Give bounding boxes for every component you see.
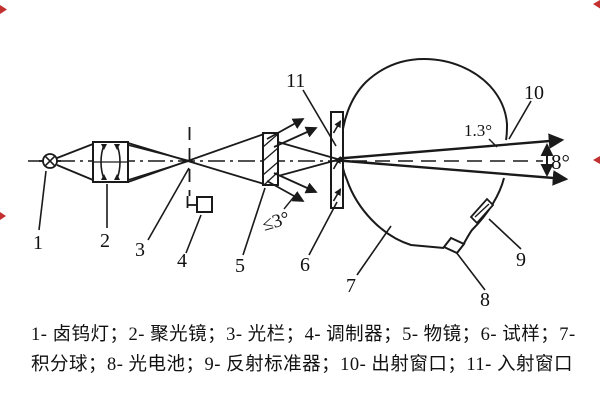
callout-1: 1 [33, 232, 43, 254]
lamp [39, 153, 61, 169]
red-edge-marks [0, 0, 600, 220]
legend-line-1: 1- 卤钨灯；2- 聚光镜；3- 光栏；4- 调制器；5- 物镜；6- 试样；7… [31, 325, 576, 345]
condenser-lens [92, 141, 129, 183]
modulator [186, 196, 213, 213]
callout-2: 2 [100, 230, 110, 252]
callout-3: 3 [135, 239, 145, 261]
callout-6: 6 [300, 254, 310, 276]
scatter-arrows [266, 118, 318, 202]
light-rays [56, 133, 340, 185]
callout-8: 8 [480, 289, 490, 311]
integrating-sphere [339, 57, 509, 249]
objective-lens [262, 132, 279, 186]
callout-11: 11 [286, 70, 305, 92]
annotation-incidence-limit: ≤3° [260, 208, 292, 236]
callout-9: 9 [516, 249, 526, 271]
legend-line-2: 积分球；8- 光电池；9- 反射标准器；10- 出射窗口；11- 入射窗口 [31, 355, 573, 375]
callout-5: 5 [235, 255, 245, 277]
annotation-beam-divergence: 1.3° [464, 121, 492, 140]
leader-lines [38, 89, 532, 291]
photocell [442, 236, 466, 255]
callout-7: 7 [346, 275, 356, 297]
callout-4: 4 [177, 250, 187, 272]
callout-10: 10 [524, 82, 544, 104]
exit-beam [338, 133, 569, 186]
annotation-exit-cone-angle: 8° [551, 150, 570, 174]
reflectance-standard [469, 197, 495, 225]
